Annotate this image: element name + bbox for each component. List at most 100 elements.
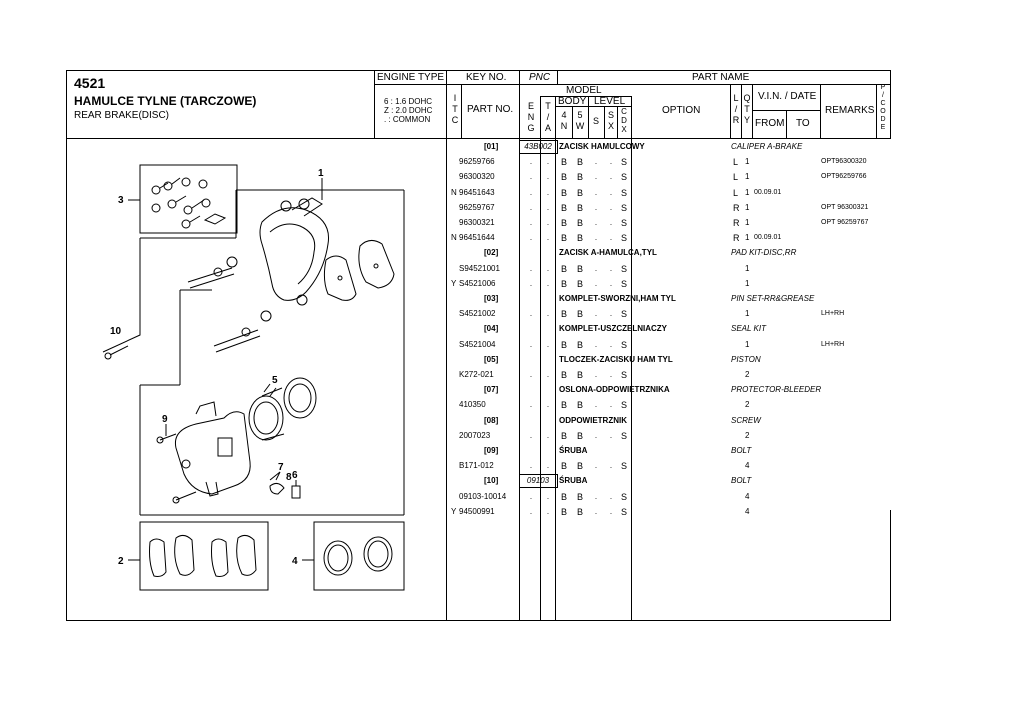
remarks: LH+RH: [821, 310, 845, 318]
quantity: 1: [745, 278, 750, 288]
ta-value: .: [546, 218, 550, 227]
level-cdx-d: D: [621, 116, 627, 125]
pcode-o: O: [880, 108, 886, 115]
body-5w-value: B: [576, 157, 583, 168]
eng-n: N: [527, 112, 535, 122]
itc-code: Y: [451, 278, 457, 288]
quantity: 4: [745, 506, 750, 516]
level-label: LEVEL: [594, 96, 626, 107]
caliper-bracket-icon: [259, 197, 330, 306]
part-number: S4521004: [459, 339, 496, 349]
ta-t: T: [545, 101, 551, 111]
caliper-body-icon: [174, 401, 251, 497]
level-s-value: .: [594, 506, 598, 516]
level-s-value: .: [594, 278, 598, 288]
level-s-value: .: [594, 430, 598, 440]
callout-label: 1: [318, 168, 324, 179]
ta-value: .: [546, 172, 550, 182]
pcode-slash: /: [882, 92, 884, 99]
body-4n-value: B: [560, 400, 567, 411]
ta-value: .: [546, 309, 550, 319]
callout-label: 4: [292, 556, 298, 567]
key-no: [05]: [484, 354, 499, 364]
quantity: 2: [745, 430, 750, 440]
level-cdx-value: S: [620, 506, 627, 517]
body-5w-value: B: [576, 233, 583, 244]
eng-value: .: [529, 491, 533, 501]
bolt-set-box: [139, 164, 238, 234]
quantity: 1: [745, 172, 750, 182]
callout-label: 2: [118, 556, 124, 567]
part-number: S94521001: [459, 263, 500, 273]
engine-line: . : COMMON: [384, 115, 431, 124]
quantity: 2: [745, 400, 750, 410]
part-name-en: PISTON: [731, 354, 761, 364]
pad-kit-icon: [149, 534, 257, 577]
part-name-en: CALIPER A-BRAKE: [731, 142, 803, 151]
eng-value: .: [529, 172, 533, 182]
key-no: [03]: [484, 294, 499, 303]
callout-label: 3: [118, 195, 124, 206]
level-sx-value: .: [609, 400, 613, 410]
body-5w-value: B: [576, 339, 583, 350]
ta-value: .: [546, 339, 550, 349]
body-4: 4: [561, 110, 567, 120]
guide-pin-icon: [187, 256, 272, 353]
key-no: [09]: [484, 446, 499, 455]
level-cdx-value: S: [620, 461, 627, 472]
level-sx-value: .: [609, 370, 613, 379]
level-cdx-x: X: [621, 125, 627, 134]
part-number: 96300321: [459, 218, 495, 227]
level-sx-value: .: [609, 430, 613, 440]
part-name-en: SCREW: [731, 415, 761, 425]
level-s-value: .: [594, 187, 598, 197]
part-number: B171-012: [459, 461, 494, 471]
part-name-en: BOLT: [731, 476, 752, 486]
side-lr: L: [733, 187, 739, 198]
level-sx-value: .: [609, 233, 613, 243]
body-4n-value: B: [560, 278, 567, 289]
from-date: 00.09.01: [754, 188, 782, 196]
side-lr: L: [733, 172, 739, 183]
key-no: [08]: [484, 415, 499, 425]
level-sx-value: .: [609, 506, 613, 516]
side-lr: L: [733, 157, 739, 168]
eng-value: .: [529, 263, 533, 273]
itc-code: Y: [451, 506, 457, 516]
quantity: 1: [745, 202, 750, 212]
level-s-value: .: [594, 172, 598, 182]
pnc-box: [519, 140, 558, 154]
part-number: 94500991: [459, 506, 495, 516]
level-s-value: .: [594, 263, 598, 273]
pcode-p: P: [880, 84, 886, 91]
exploded-diagram: 1 2 3 4 5 6 7 8 9 10: [102, 164, 405, 591]
level-s-value: .: [594, 339, 598, 349]
remarks: OPT 96259767: [821, 219, 869, 226]
level-s-value: .: [594, 400, 598, 410]
from-label: FROM: [755, 118, 785, 129]
eng-value: .: [529, 339, 533, 349]
part-name-pl: ZACISK HAMULCOWY: [559, 142, 645, 151]
brake-pad-icon: [323, 240, 395, 301]
part-name-pl: ŚRUBA: [559, 476, 588, 486]
key-no: [10]: [484, 476, 499, 486]
key-no: [02]: [484, 248, 499, 258]
level-cdx-value: S: [620, 187, 627, 198]
lr-r: R: [732, 115, 740, 125]
level-s-value: .: [594, 370, 598, 379]
model-label: MODEL: [566, 85, 602, 96]
ta-value: .: [546, 157, 550, 167]
remarks: LH+RH: [821, 340, 845, 348]
part-number: 410350: [459, 400, 486, 410]
eng-value: .: [529, 233, 533, 243]
key-no: [04]: [484, 324, 499, 334]
level-s-value: .: [594, 491, 598, 501]
itc-i: I: [453, 93, 457, 103]
callout-label: 8: [286, 472, 292, 483]
